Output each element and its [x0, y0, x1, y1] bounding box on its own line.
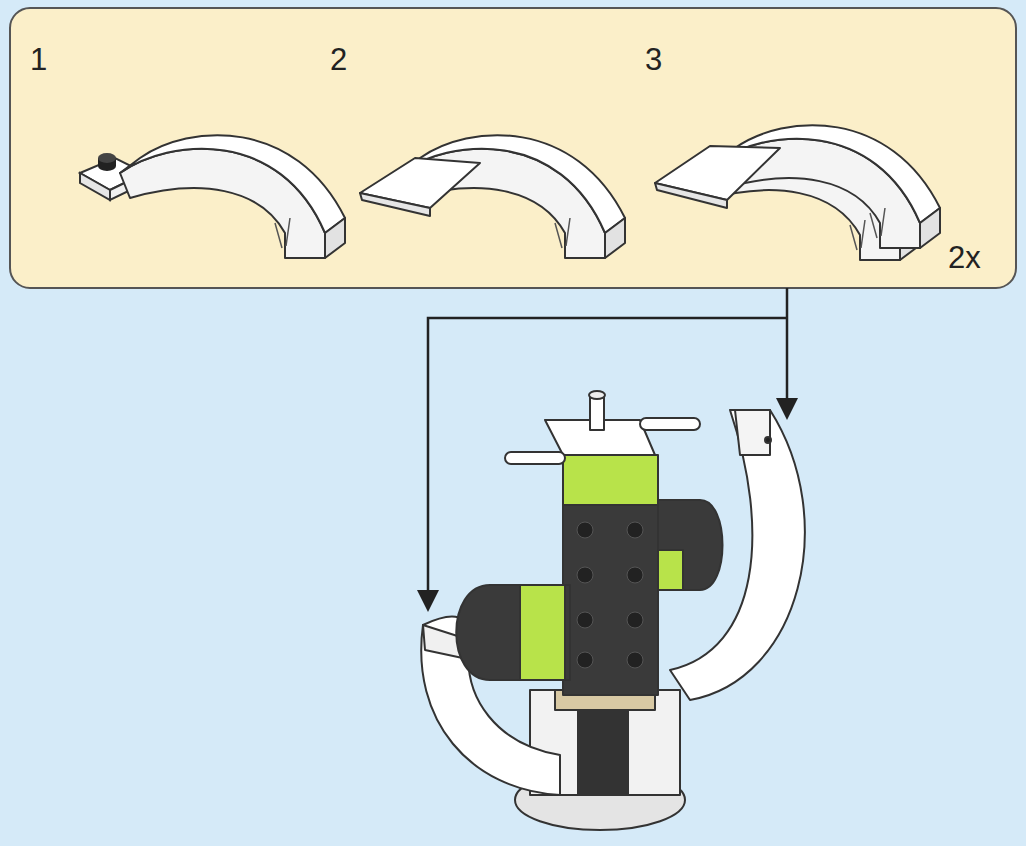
arch-piece — [360, 135, 625, 258]
step-number: 2 — [330, 44, 347, 75]
arrowhead — [417, 590, 439, 612]
step-number: 1 — [30, 44, 47, 75]
step-panel — [10, 8, 1016, 288]
step-number: 3 — [645, 44, 662, 75]
arch-piece — [655, 125, 940, 260]
quantity-label: 2x — [948, 242, 981, 273]
arch-piece — [80, 135, 345, 258]
arrowhead — [776, 398, 798, 420]
model-assembly — [421, 391, 805, 830]
